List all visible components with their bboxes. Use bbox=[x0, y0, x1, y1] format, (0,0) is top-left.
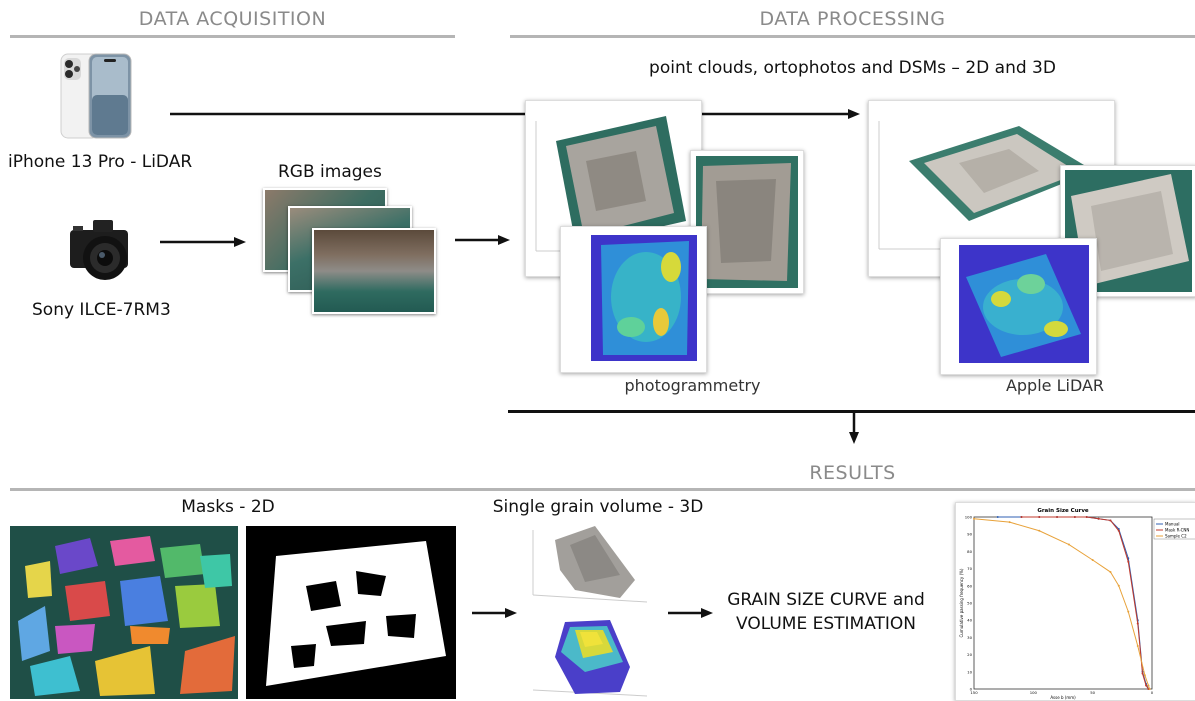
chart-point bbox=[1038, 516, 1041, 518]
chart-point bbox=[1008, 521, 1011, 524]
chart-plot-area bbox=[973, 516, 1153, 690]
chart-point bbox=[1127, 560, 1130, 563]
section-title-results: RESULTS bbox=[809, 462, 896, 484]
chart-legend-box bbox=[1153, 518, 1195, 540]
grain-3d-colored bbox=[525, 612, 655, 699]
chart-x-tick-label: 0 bbox=[1151, 690, 1154, 695]
chart-point bbox=[1136, 645, 1139, 647]
chart-x-axis-label: Asse b (mm) bbox=[1050, 695, 1076, 700]
chart-x-tick-label: 50 bbox=[1090, 690, 1095, 695]
rgb-images-label: RGB images bbox=[278, 162, 382, 182]
arrow-rgb-to-photogrammetry bbox=[455, 235, 510, 245]
grain-curve-text-line-1: GRAIN SIZE CURVE and bbox=[727, 590, 925, 610]
chart-point bbox=[1073, 516, 1076, 518]
chart-point bbox=[1085, 516, 1088, 518]
chart-x-tick-label: 150 bbox=[970, 690, 978, 695]
lidar-dsm bbox=[940, 238, 1097, 375]
chart-point bbox=[1148, 688, 1151, 690]
chart-y-tick-label: 30 bbox=[967, 635, 972, 640]
chart-y-tick-label: 50 bbox=[967, 601, 972, 606]
chart-point bbox=[1143, 674, 1146, 677]
sony-label: Sony ILCE-7RM3 bbox=[32, 300, 171, 320]
section-title-processing: DATA PROCESSING bbox=[759, 8, 946, 30]
arrow-camera-to-rgb bbox=[160, 237, 246, 247]
masks-binary bbox=[246, 526, 456, 699]
sony-camera-image bbox=[65, 210, 140, 285]
chart-point bbox=[1067, 543, 1070, 546]
chart-series-line-2 bbox=[973, 518, 1151, 690]
arrow-masks-to-grain bbox=[472, 608, 517, 618]
rule-acquisition bbox=[10, 35, 455, 38]
chart-point bbox=[1056, 516, 1059, 518]
grain-curve-text: GRAIN SIZE CURVE and VOLUME ESTIMATION bbox=[712, 588, 940, 636]
chart-point bbox=[1136, 622, 1139, 625]
chart-legend-label: Mask R-CNN bbox=[1165, 528, 1189, 533]
chart-point bbox=[1038, 529, 1041, 532]
rule-results bbox=[10, 488, 1195, 491]
arrow-down-to-results bbox=[849, 412, 859, 444]
rule-processing bbox=[510, 35, 1195, 38]
iphone-label: iPhone 13 Pro - LiDAR bbox=[8, 152, 193, 172]
grain-curve-text-line-2: VOLUME ESTIMATION bbox=[736, 614, 916, 634]
chart-y-tick-label: 10 bbox=[967, 669, 972, 674]
chart-y-tick-label: 70 bbox=[967, 566, 972, 571]
chart-x-tick-label: 100 bbox=[1030, 690, 1038, 695]
chart-point bbox=[1020, 516, 1023, 518]
processing-bottom-rule bbox=[508, 410, 1195, 413]
chart-legend-label: Sample C2 bbox=[1165, 534, 1187, 539]
chart-y-tick-label: 80 bbox=[967, 549, 972, 554]
arrow-grain-to-curve bbox=[668, 608, 713, 618]
chart-point bbox=[1097, 517, 1100, 520]
chart-y-tick-label: 20 bbox=[967, 652, 972, 657]
chart-point bbox=[1109, 519, 1112, 522]
photogrammetry-label: photogrammetry bbox=[624, 376, 761, 395]
chart-point bbox=[1091, 559, 1094, 561]
chart-point bbox=[1117, 584, 1120, 587]
chart-y-tick-label: 60 bbox=[967, 583, 972, 588]
chart-point bbox=[1147, 684, 1150, 687]
iphone-image bbox=[58, 50, 136, 142]
chart-point bbox=[996, 516, 999, 518]
chart-title: Grain Size Curve bbox=[1037, 508, 1089, 514]
masks-colored bbox=[10, 526, 238, 699]
single-grain-label: Single grain volume - 3D bbox=[492, 497, 704, 517]
arrow-iphone-to-processing bbox=[170, 109, 860, 119]
photogrammetry-orthophoto bbox=[690, 150, 804, 294]
chart-point bbox=[1127, 610, 1130, 613]
chart-legend-label: Manual bbox=[1165, 522, 1180, 527]
chart-point bbox=[1141, 672, 1144, 675]
section-title-acquisition: DATA ACQUISITION bbox=[138, 8, 327, 30]
chart-y-tick-label: 0 bbox=[970, 687, 973, 692]
grain-3d-gray bbox=[525, 520, 655, 610]
chart-point bbox=[1117, 529, 1120, 532]
processing-caption: point clouds, ortophotos and DSMs – 2D a… bbox=[649, 58, 1056, 78]
masks-label: Masks - 2D bbox=[181, 497, 275, 517]
chart-y-tick-label: 90 bbox=[967, 532, 972, 537]
apple-lidar-label: Apple LiDAR bbox=[1005, 376, 1105, 395]
chart-point bbox=[1109, 571, 1112, 574]
chart-y-tick-label: 40 bbox=[967, 618, 972, 623]
chart-point bbox=[1145, 684, 1148, 687]
chart-y-tick-label: 100 bbox=[965, 515, 973, 520]
rgb-photo-3 bbox=[312, 228, 436, 314]
photogrammetry-dsm bbox=[560, 226, 707, 373]
chart-y-axis-label: Cumulative passing frequency (%) bbox=[959, 568, 964, 637]
chart-point bbox=[973, 517, 975, 520]
